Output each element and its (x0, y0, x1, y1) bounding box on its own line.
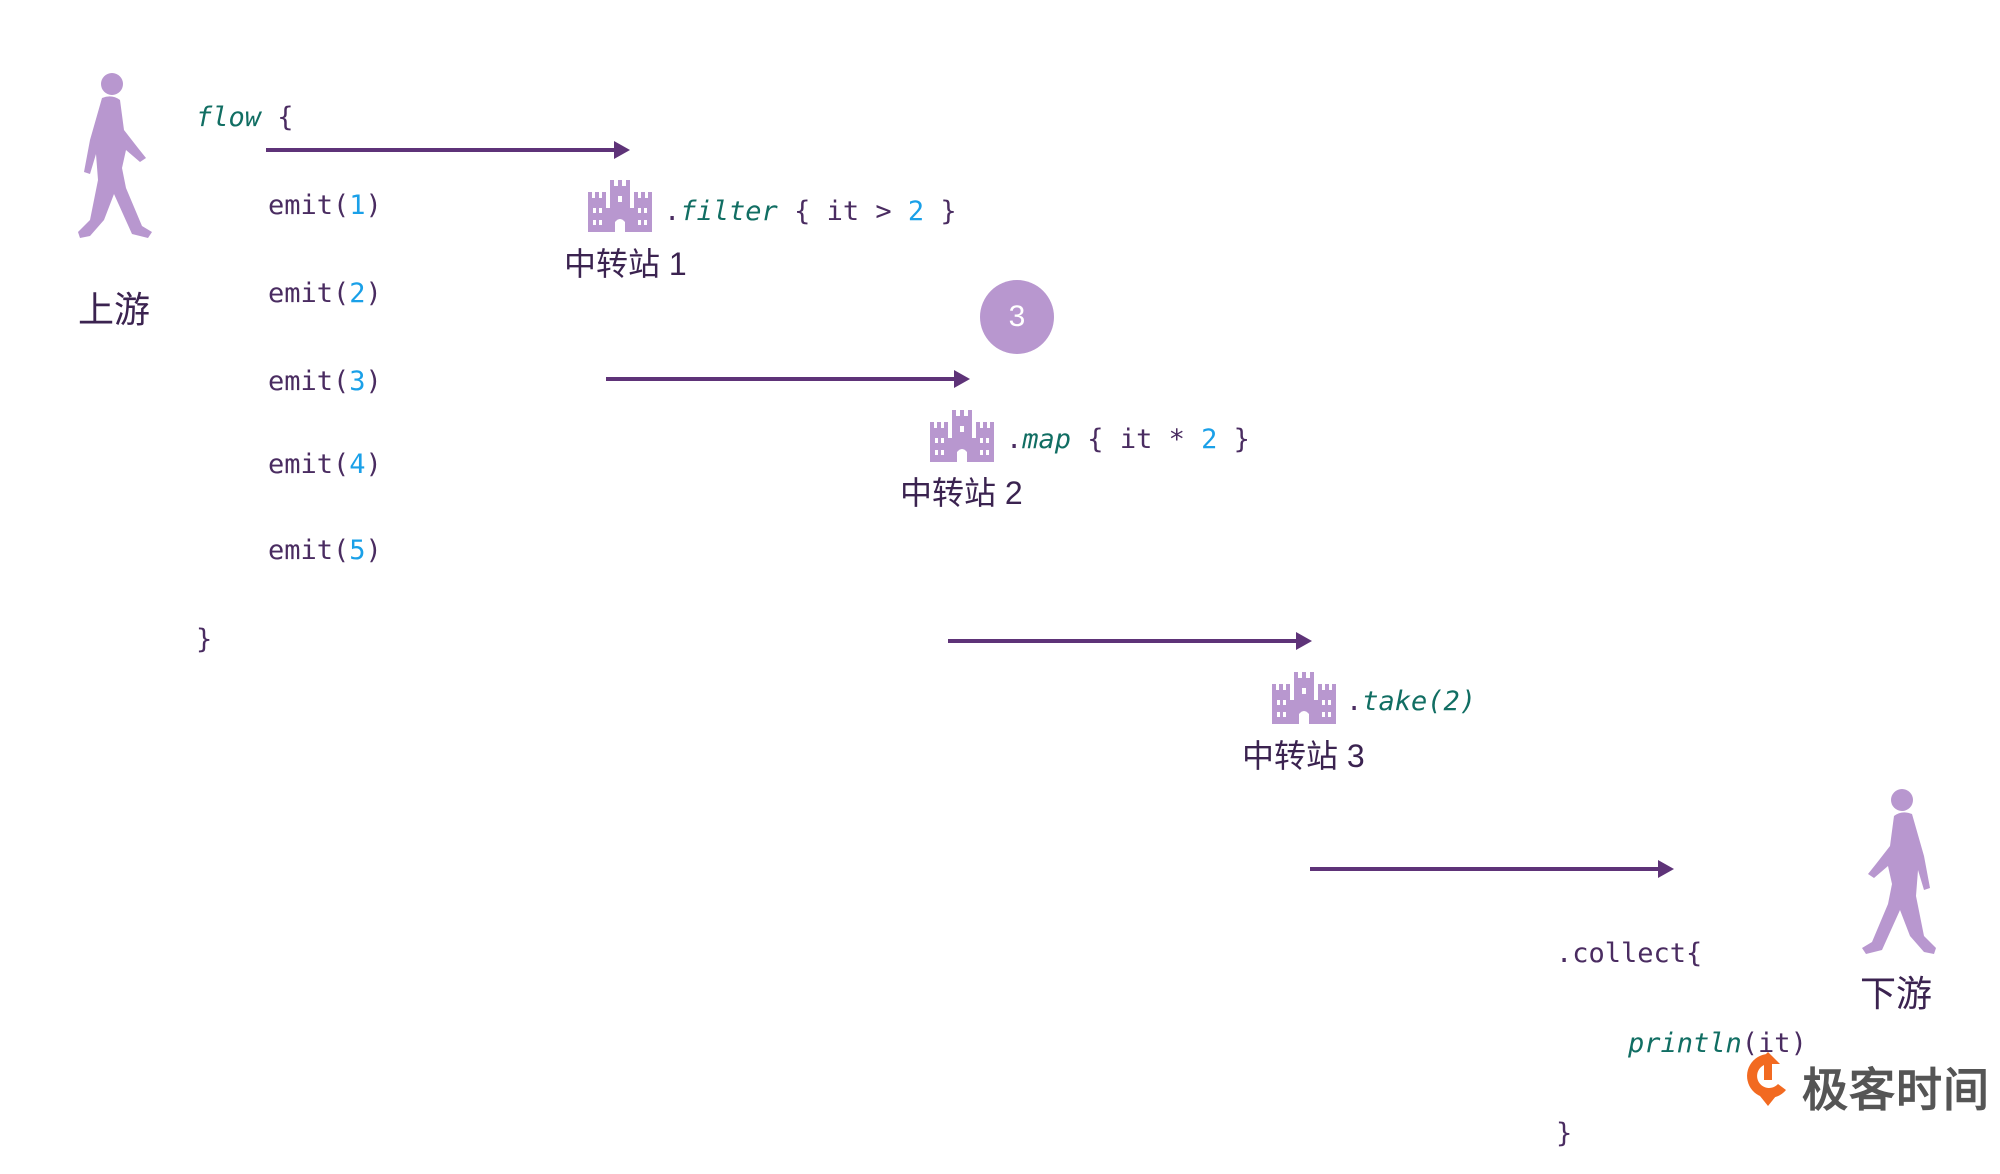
collect-close-line: } (1556, 1118, 1573, 1149)
upstream-label: 上游 (78, 289, 151, 330)
castle-icon (1272, 672, 1336, 724)
geektime-logo-icon (1747, 1052, 1786, 1106)
println-line: println(it) (1628, 1028, 1807, 1059)
castle-icon (588, 180, 652, 232)
flow-code-block: flow { emit(1) emit(2) emit(3) emit(4) e… (196, 50, 382, 680)
emit-line: emit(5) (268, 535, 382, 566)
geektime-logo-text: 极客时间 (1802, 1064, 1990, 1116)
collect-open-line: .collect{ (1556, 938, 1703, 969)
emit-line: emit(3) (268, 366, 382, 397)
flow-arrow (948, 632, 1312, 650)
station-2-label: 中转站 2 (900, 475, 1023, 511)
flow-close-line: } (196, 624, 213, 655)
castle-icon (930, 410, 994, 462)
walking-person-icon (78, 73, 152, 239)
take-operator: .take(2) (1346, 686, 1477, 717)
flow-arrow (1310, 860, 1674, 878)
emit-line: emit(1) (268, 190, 382, 221)
station-1-label: 中转站 1 (564, 246, 687, 282)
flow-arrow (606, 370, 970, 388)
emit-line: emit(4) (268, 449, 382, 480)
downstream-label: 下游 (1860, 973, 1933, 1014)
step-badge: 3 (980, 280, 1054, 354)
flow-open-line: flow { (196, 102, 294, 133)
filter-operator: .filter { it > 2 } (664, 196, 957, 227)
station-3-label: 中转站 3 (1242, 738, 1365, 774)
emit-line: emit(2) (268, 278, 382, 309)
flow-arrow (266, 141, 630, 159)
collect-code-block: .collect{ println(it) } (1556, 886, 1807, 1174)
walking-person-icon (1862, 789, 1936, 954)
map-operator: .map { it * 2 } (1006, 424, 1250, 455)
